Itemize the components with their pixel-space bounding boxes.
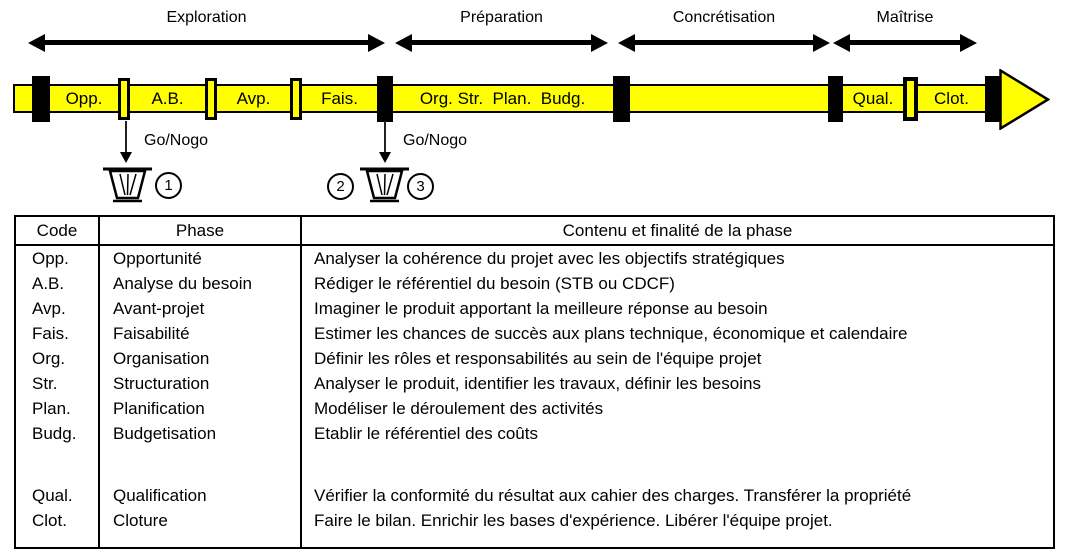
table-spacer-row (15, 446, 1054, 483)
cell-content: Définir les rôles et responsabilités au … (300, 346, 1054, 371)
gate-marker-black (613, 76, 630, 122)
timeline-segment-org-str-plan-budg: Org. Str. Plan. Budg. (419, 89, 586, 108)
cell-code: Plan. (32, 398, 71, 418)
cell-content: Faire le bilan. Enrichir les bases d'exp… (300, 508, 1054, 533)
cell-content: Analyser la cohérence du projet avec les… (300, 245, 1054, 271)
phase-table: Code Phase Contenu et finalité de la pha… (14, 215, 1055, 549)
table-row: Fais. Faisabilité Estimer les chances de… (15, 321, 1054, 346)
gonogo-down-arrow (125, 121, 127, 152)
table-row: Str. Structuration Analyser le produit, … (15, 371, 1054, 396)
cell-phase: Qualification (98, 483, 301, 508)
phase-arrow-label-preparation: Préparation (460, 9, 543, 26)
table-row: Opp. Opportunité Analyser la cohérence d… (15, 245, 1054, 271)
cell-content: Estimer les chances de succès aux plans … (300, 321, 1054, 346)
cell-content: Etablir le référentiel des coûts (300, 421, 1054, 446)
cell-code: Org. (32, 348, 66, 368)
column-header-code: Code (15, 216, 99, 246)
phase-arrow-label-exploration: Exploration (166, 9, 247, 26)
arrowhead-left-icon (618, 33, 635, 52)
timeline-segment-qual: Qual. (852, 89, 894, 108)
cell-phase: Organisation (98, 346, 301, 371)
cell-phase: Faisabilité (98, 321, 301, 346)
trash-basket-icon (103, 167, 152, 203)
trash-basket-icon (360, 167, 409, 203)
arrowhead-right-icon (368, 33, 385, 52)
timeline-segment-clot: Clot. (934, 89, 969, 108)
cell-code: Qual. (32, 485, 73, 505)
arrowhead-right-icon (813, 33, 830, 52)
cell-phase: Budgetisation (98, 421, 301, 446)
gate-marker-yellow (118, 78, 130, 120)
gate-marker-yellow (903, 77, 918, 121)
cell-code: Avp. (32, 298, 66, 318)
table-header-row: Code Phase Contenu et finalité de la pha… (15, 216, 1054, 246)
gate-marker-black (828, 76, 843, 122)
arrowhead-right-icon (960, 33, 977, 52)
decision-number-badge: 3 (407, 173, 434, 200)
cell-code: A.B. (32, 273, 65, 293)
column-header-phase: Phase (98, 216, 301, 246)
arrowhead-right-icon (591, 33, 608, 52)
cell-content: Rédiger le référentiel du besoin (STB ou… (300, 271, 1054, 296)
gonogo-down-arrowhead-icon (379, 152, 391, 163)
cell-code: Opp. (32, 248, 69, 268)
cell-content: Modéliser le déroulement des activités (300, 396, 1054, 421)
phase-arrow-label-concretisation: Concrétisation (672, 9, 776, 26)
gonogo-down-arrow (384, 121, 386, 152)
cell-phase: Cloture (98, 508, 301, 533)
table-row: Org. Organisation Définir les rôles et r… (15, 346, 1054, 371)
table-row: Clot. Cloture Faire le bilan. Enrichir l… (15, 508, 1054, 533)
cell-content: Imaginer le produit apportant la meilleu… (300, 296, 1054, 321)
cell-content: Analyser le produit, identifier les trav… (300, 371, 1054, 396)
timeline-segment-ab: A.B. (151, 89, 184, 108)
table-row: Avp. Avant-projet Imaginer le produit ap… (15, 296, 1054, 321)
table-spacer-row (15, 533, 1054, 548)
gate-marker-black (377, 76, 393, 122)
cell-code: Budg. (32, 423, 77, 443)
cell-code: Fais. (32, 323, 69, 343)
cell-content: Vérifier la conformité du résultat aux c… (300, 483, 1054, 508)
table-row: Qual. Qualification Vérifier la conformi… (15, 483, 1054, 508)
gate-marker-yellow (205, 78, 217, 120)
timeline-segment-avp: Avp. (236, 89, 271, 108)
gate-marker-yellow (290, 78, 302, 120)
phase-range-arrow-preparation (395, 33, 608, 52)
gonogo-label: Go/Nogo (403, 132, 468, 149)
decision-number-badge: 1 (155, 172, 182, 199)
cell-phase: Avant-projet (98, 296, 301, 321)
cell-code: Clot. (32, 510, 67, 530)
decision-number-badge: 2 (327, 173, 354, 200)
table-row: Budg. Budgetisation Etablir le référenti… (15, 421, 1054, 446)
cell-phase: Opportunité (98, 245, 301, 271)
phase-range-arrow-maitrise (833, 33, 977, 52)
arrowhead-left-icon (833, 33, 850, 52)
gonogo-label: Go/Nogo (144, 132, 209, 149)
gate-marker-black (985, 76, 1000, 122)
gonogo-down-arrowhead-icon (120, 152, 132, 163)
column-header-content: Contenu et finalité de la phase (300, 216, 1054, 246)
gate-marker-black (32, 76, 50, 122)
phase-range-arrow-concretisation (618, 33, 830, 52)
timeline-segment-opp: Opp. (65, 89, 103, 108)
phase-range-arrow-exploration (28, 33, 385, 52)
timeline-segment-fais: Fais. (321, 89, 358, 108)
phase-arrow-label-maitrise: Maîtrise (876, 9, 934, 26)
arrowhead-left-icon (395, 33, 412, 52)
table-row: A.B. Analyse du besoin Rédiger le référe… (15, 271, 1054, 296)
timeline-arrowhead-icon (999, 69, 1050, 130)
cell-phase: Planification (98, 396, 301, 421)
cell-phase: Structuration (98, 371, 301, 396)
cell-code: Str. (32, 373, 58, 393)
arrowhead-left-icon (28, 33, 45, 52)
cell-phase: Analyse du besoin (98, 271, 301, 296)
table-row: Plan. Planification Modéliser le déroule… (15, 396, 1054, 421)
